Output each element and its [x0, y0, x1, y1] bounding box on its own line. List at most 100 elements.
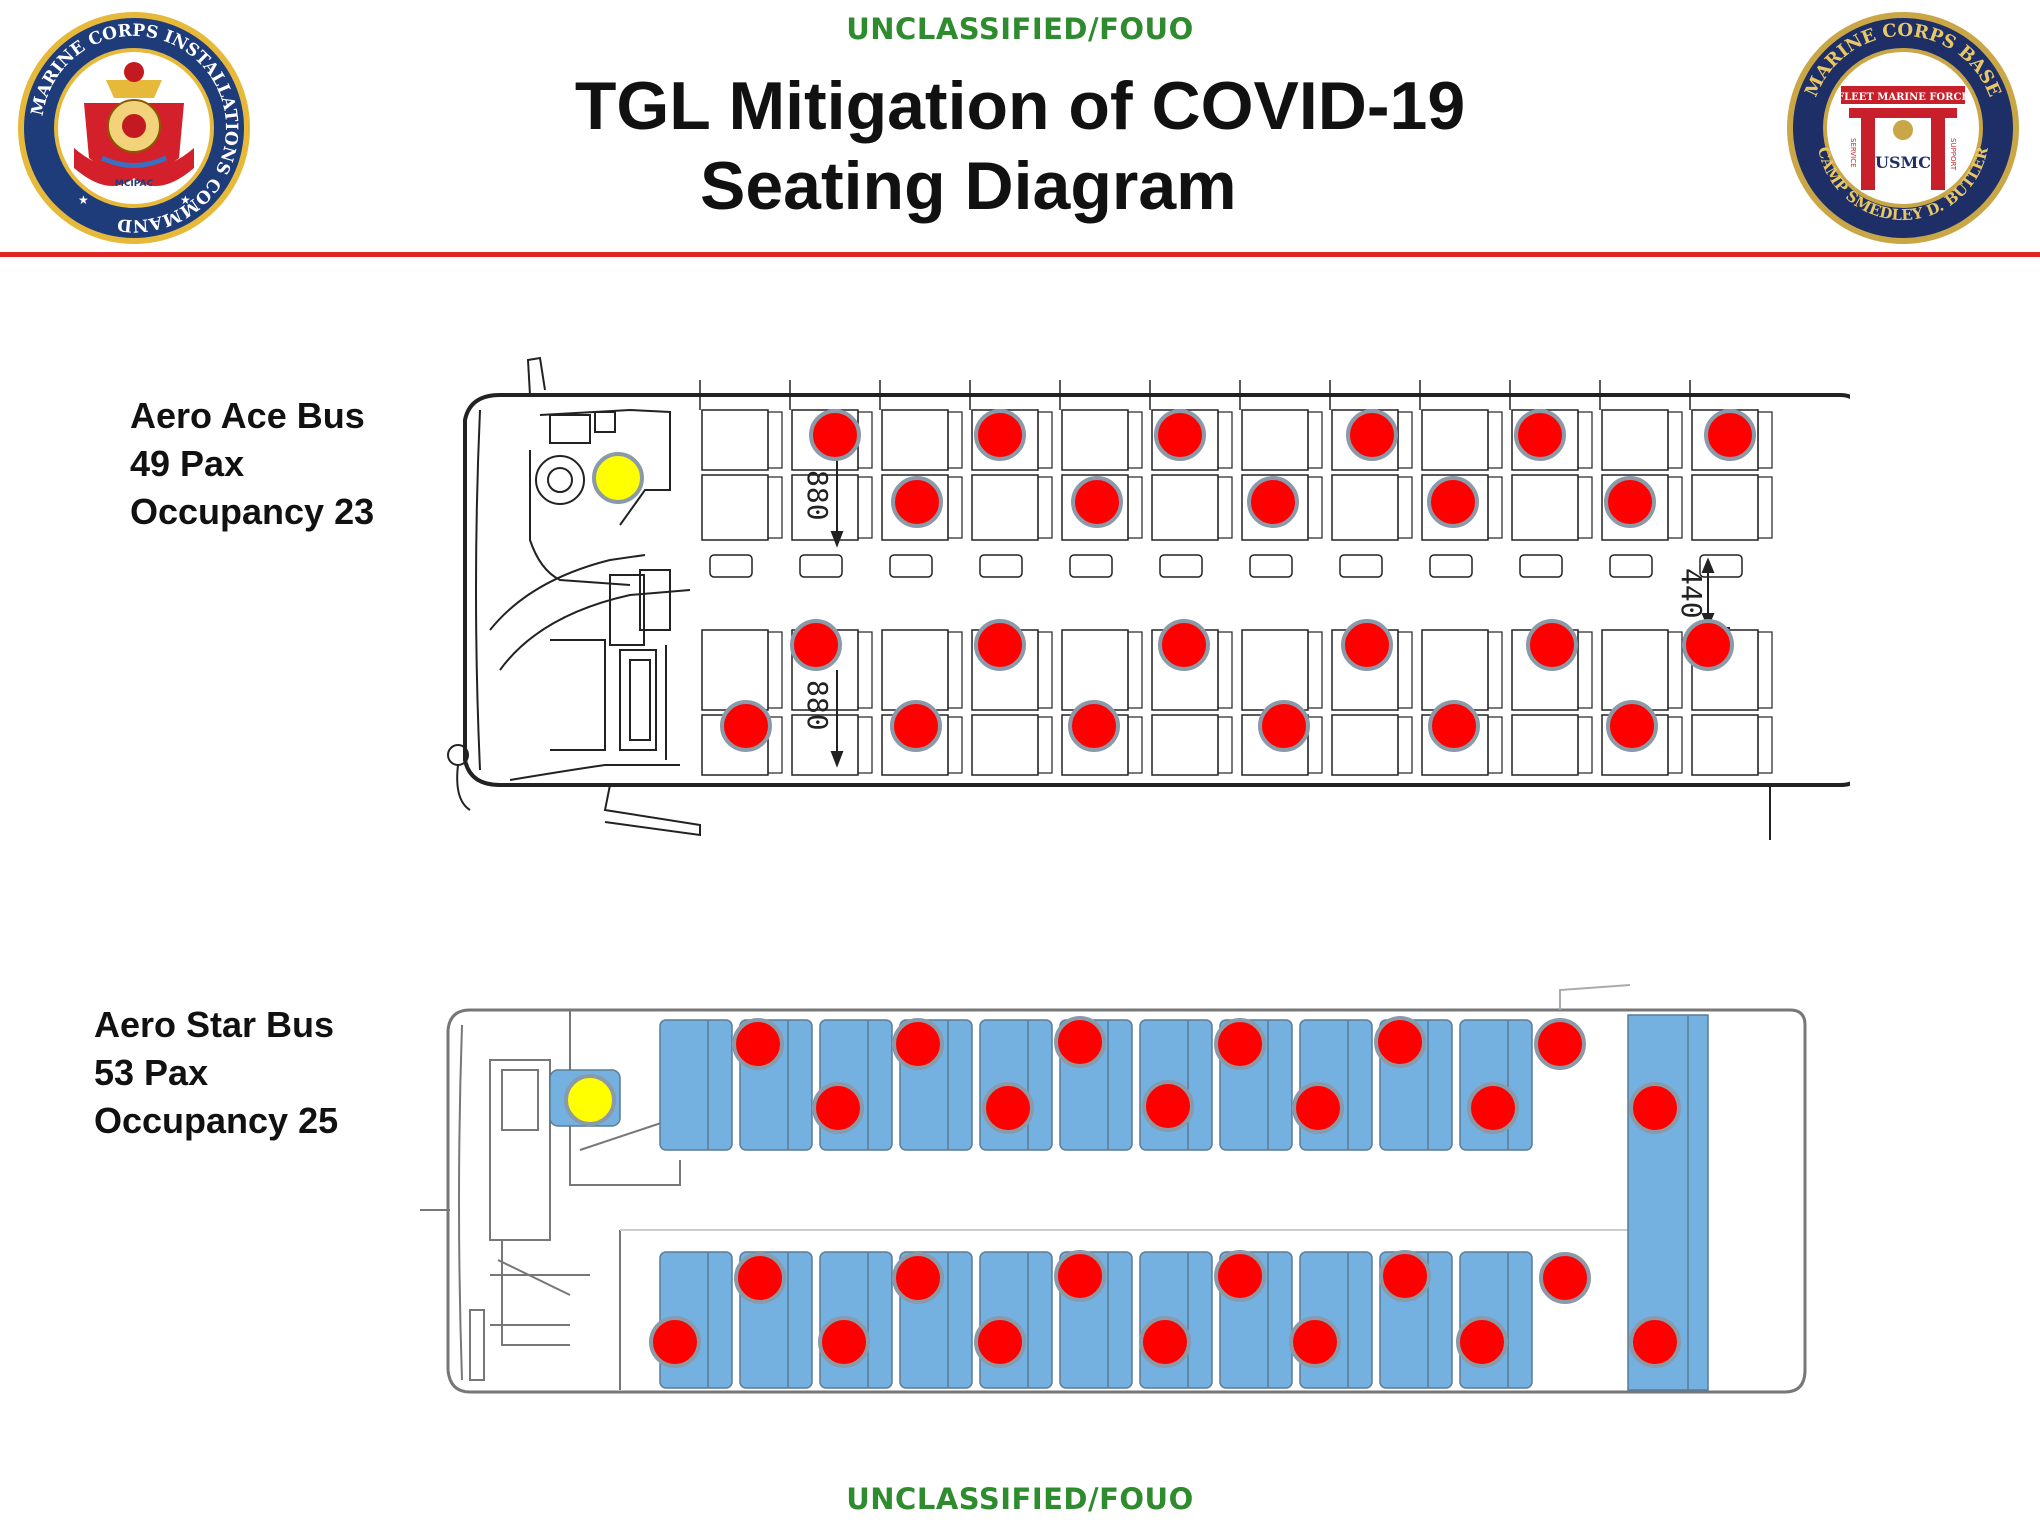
dimension-label-880-top: 880: [801, 470, 834, 521]
passenger-marker: [1427, 476, 1479, 528]
seat-back: [947, 716, 963, 774]
dimension-label-440: 440: [1675, 568, 1708, 619]
svg-text:PACIFIC: PACIFIC: [101, 185, 168, 207]
seat-back: [1667, 411, 1683, 469]
seat: [1511, 714, 1579, 776]
seal-center-text: USMC: [1875, 153, 1931, 172]
page-title: TGL Mitigation of COVID-19: [574, 68, 1466, 144]
seat: [701, 474, 769, 541]
seat-back: [1037, 631, 1053, 709]
seat-back: [1307, 476, 1323, 539]
passenger-marker: [1068, 700, 1120, 752]
mcipac-seal-logo: MARINE CORPS INSTALLATIONS COMMAND PACIF…: [18, 12, 250, 244]
aero-star-bus-label: Aero Star Bus 53 Pax Occupancy 25: [94, 1001, 338, 1145]
seat-armrest: [979, 554, 1023, 578]
passenger-marker: [1142, 1080, 1194, 1132]
bus-capacity: 49 Pax: [130, 443, 245, 484]
passenger-marker: [1606, 700, 1658, 752]
seat: [971, 714, 1039, 776]
seat-back: [1667, 476, 1683, 539]
seat-back: [1307, 411, 1323, 469]
passenger-marker: [720, 700, 772, 752]
seat-armrest: [1249, 554, 1293, 578]
seat-back: [1037, 411, 1053, 469]
seat-back: [1217, 476, 1233, 539]
seat: [881, 409, 949, 471]
seal-right-pillar-text: SUPPORT: [1949, 138, 1957, 171]
seat: [659, 1019, 733, 1151]
passenger-marker: [1428, 700, 1480, 752]
seat-back: [1487, 716, 1503, 774]
seat-armrest: [889, 554, 933, 578]
seat: [1241, 629, 1309, 711]
passenger-marker: [1456, 1316, 1508, 1368]
seat: [1331, 474, 1399, 541]
passenger-marker: [1467, 1082, 1519, 1134]
seat-back: [1307, 716, 1323, 774]
seat: [1691, 714, 1759, 776]
seat-armrest: [1429, 554, 1473, 578]
passenger-marker: [1604, 476, 1656, 528]
seat: [1601, 629, 1669, 711]
seat: [1061, 629, 1129, 711]
passenger-marker: [974, 1316, 1026, 1368]
seat-armrest: [1069, 554, 1113, 578]
seat-armrest: [709, 554, 753, 578]
passenger-marker: [1289, 1316, 1341, 1368]
seat: [701, 629, 769, 711]
passenger-marker: [1526, 619, 1578, 671]
aero-star-seating-diagram: [420, 984, 1807, 1394]
passenger-marker: [1629, 1082, 1681, 1134]
seat-back: [1757, 476, 1773, 539]
seat-back: [1487, 476, 1503, 539]
svg-text:★: ★: [78, 193, 89, 207]
seat-back: [857, 476, 873, 539]
camp-butler-seal-logo: MARINE CORPS BASE CAMP SMEDLEY D. BUTLER…: [1787, 12, 2019, 244]
seat: [971, 474, 1039, 541]
seat-back: [1397, 476, 1413, 539]
seat: [1151, 714, 1219, 776]
passenger-marker: [1071, 476, 1123, 528]
passenger-marker: [1258, 700, 1310, 752]
seat-back: [1577, 716, 1593, 774]
passenger-marker: [1539, 1252, 1591, 1304]
aero-star-passenger-markers: [649, 1016, 1681, 1368]
passenger-marker: [734, 1252, 786, 1304]
aero-ace-seating-diagram: 880 880 440: [447, 356, 1850, 840]
seat: [1151, 474, 1219, 541]
seat-armrest: [1339, 554, 1383, 578]
classification-top: UNCLASSIFIED/FOUO: [846, 12, 1194, 46]
seat: [1601, 409, 1669, 471]
seat-back: [1397, 411, 1413, 469]
svg-text:★: ★: [180, 193, 191, 207]
seat-back: [1127, 476, 1143, 539]
passenger-marker: [649, 1316, 701, 1368]
passenger-marker: [892, 1252, 944, 1304]
seat-back: [1037, 476, 1053, 539]
seat-back: [1397, 716, 1413, 774]
seal-ring-bottom-text: PACIFIC: [101, 185, 168, 207]
passenger-marker: [1514, 409, 1566, 461]
driver-seat-marker: [564, 1074, 616, 1126]
passenger-marker: [1374, 1016, 1426, 1068]
bus-name: Aero Star Bus: [94, 1004, 335, 1045]
classification-bottom: UNCLASSIFIED/FOUO: [846, 1482, 1194, 1516]
passenger-marker: [1292, 1082, 1344, 1134]
passenger-marker: [1054, 1250, 1106, 1302]
seat-back: [947, 631, 963, 709]
passenger-marker: [812, 1082, 864, 1134]
passenger-marker: [890, 700, 942, 752]
seat-back: [1757, 411, 1773, 469]
passenger-marker: [1704, 409, 1756, 461]
passenger-marker: [974, 619, 1026, 671]
seat: [701, 409, 769, 471]
bus-name: Aero Ace Bus: [130, 395, 365, 436]
passenger-marker: [1341, 619, 1393, 671]
seat-back: [1667, 631, 1683, 709]
seat: [1421, 409, 1489, 471]
passenger-marker: [1154, 409, 1206, 461]
passenger-marker: [1139, 1316, 1191, 1368]
seat-back: [1127, 631, 1143, 709]
aero-ace-passenger-markers: [720, 409, 1756, 752]
page-subtitle: Seating Diagram: [700, 148, 1237, 224]
